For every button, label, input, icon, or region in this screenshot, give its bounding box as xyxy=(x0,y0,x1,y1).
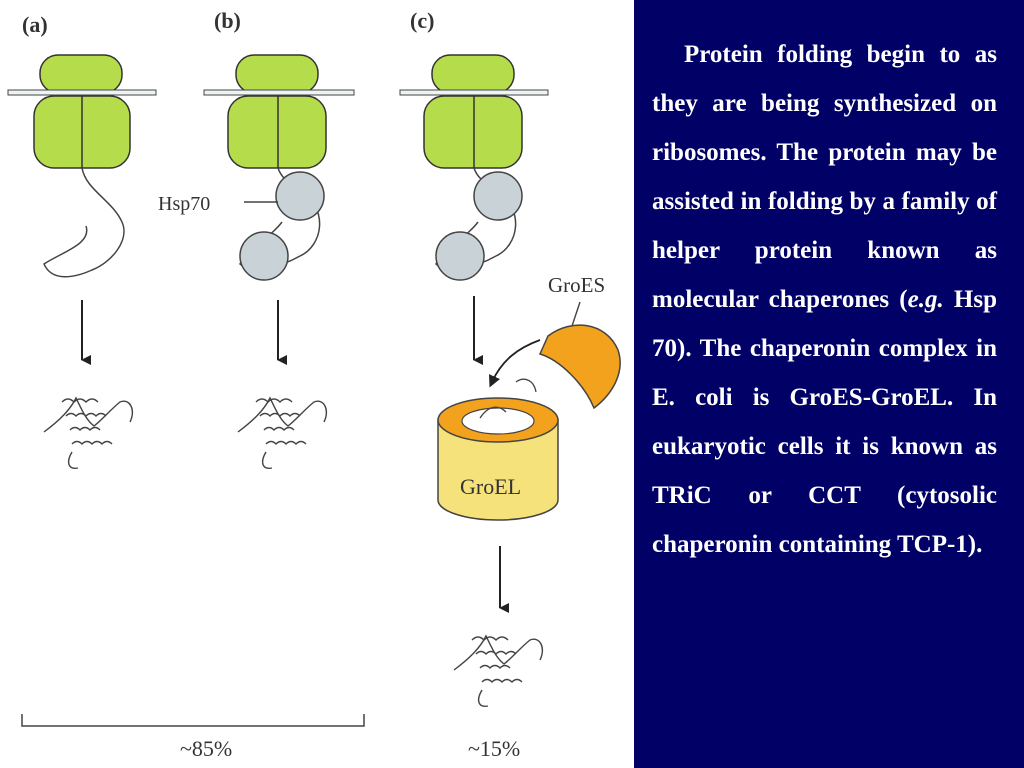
percent-a-b: ~85% xyxy=(180,736,232,761)
body-text: Protein folding begin to as they are bei… xyxy=(652,30,997,569)
panel-label-b: (b) xyxy=(214,8,241,33)
diagram-panel: (a) (b) (c) Hsp70 xyxy=(7,8,621,761)
hsp70-icon-b1 xyxy=(275,171,325,221)
body-text-part-1: Protein folding begin to as they are bei… xyxy=(652,41,997,313)
hsp70-icon-b2 xyxy=(239,231,289,281)
groel-barrel xyxy=(437,378,559,521)
groes-label: GroES xyxy=(548,273,605,297)
ribosome-a xyxy=(7,54,157,169)
folded-protein-b xyxy=(237,396,328,469)
hsp70-icon-c1 xyxy=(473,171,523,221)
chaperone-diagram: (a) (b) (c) Hsp70 xyxy=(7,8,621,761)
ribosome-b xyxy=(203,54,355,169)
groes-to-groel-arrow xyxy=(489,339,541,388)
body-text-eg: e.g. xyxy=(907,286,944,313)
panel-label-c: (c) xyxy=(410,8,434,33)
body-text-part-2: Hsp 70). The chaperonin complex in E. co… xyxy=(652,286,997,558)
text-panel: Protein folding begin to as they are bei… xyxy=(634,0,1024,768)
hsp70-label: Hsp70 xyxy=(158,193,210,215)
nascent-chain-a xyxy=(43,167,125,278)
groes-cap xyxy=(538,324,621,410)
percent-bracket xyxy=(21,714,365,727)
groel-label: GroEL xyxy=(460,474,521,499)
percent-c: ~15% xyxy=(468,736,520,761)
groes-pointer xyxy=(571,301,581,327)
panel-label-a: (a) xyxy=(22,12,48,37)
folded-protein-c xyxy=(453,634,544,707)
ribosome-c xyxy=(399,54,549,169)
hsp70-icon-c2 xyxy=(435,231,485,281)
folded-protein-a xyxy=(43,396,134,469)
